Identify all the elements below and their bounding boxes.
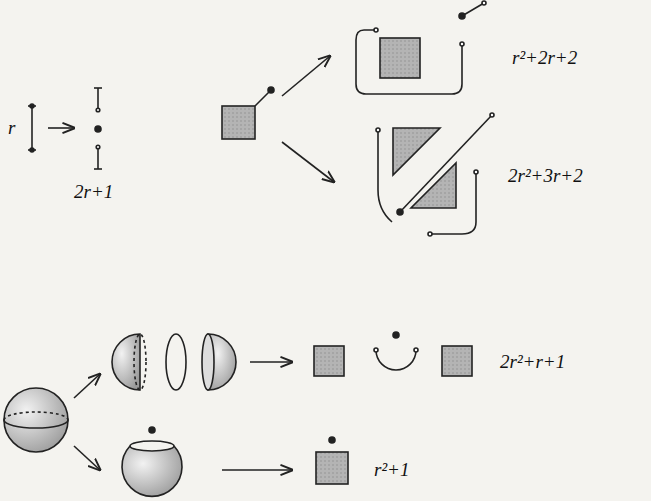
arrow bbox=[74, 446, 100, 470]
punctured-sphere bbox=[122, 427, 182, 496]
arrow bbox=[48, 127, 74, 129]
formula-label: r²+2r+2 bbox=[512, 48, 577, 67]
arrow bbox=[250, 361, 292, 363]
square-arc-square bbox=[314, 332, 472, 376]
sphere bbox=[4, 388, 68, 452]
formula-label: 2r²+3r+2 bbox=[508, 166, 583, 185]
square-loop-split bbox=[356, 1, 486, 94]
formula-label: r bbox=[8, 118, 15, 137]
square-with-tail bbox=[222, 87, 274, 139]
arrow bbox=[74, 374, 100, 398]
formula-label: r²+1 bbox=[374, 460, 409, 479]
hemispheres-ring bbox=[112, 334, 236, 390]
segment-figure bbox=[28, 104, 36, 152]
square-dot bbox=[316, 437, 348, 484]
formula-label: 2r+1 bbox=[74, 182, 113, 201]
formula-label: 2r²+r+1 bbox=[500, 352, 565, 371]
arrow bbox=[282, 142, 334, 182]
triangles-split bbox=[376, 113, 494, 236]
segment-split bbox=[94, 88, 102, 169]
arrow bbox=[222, 469, 292, 471]
arrow bbox=[282, 56, 330, 96]
